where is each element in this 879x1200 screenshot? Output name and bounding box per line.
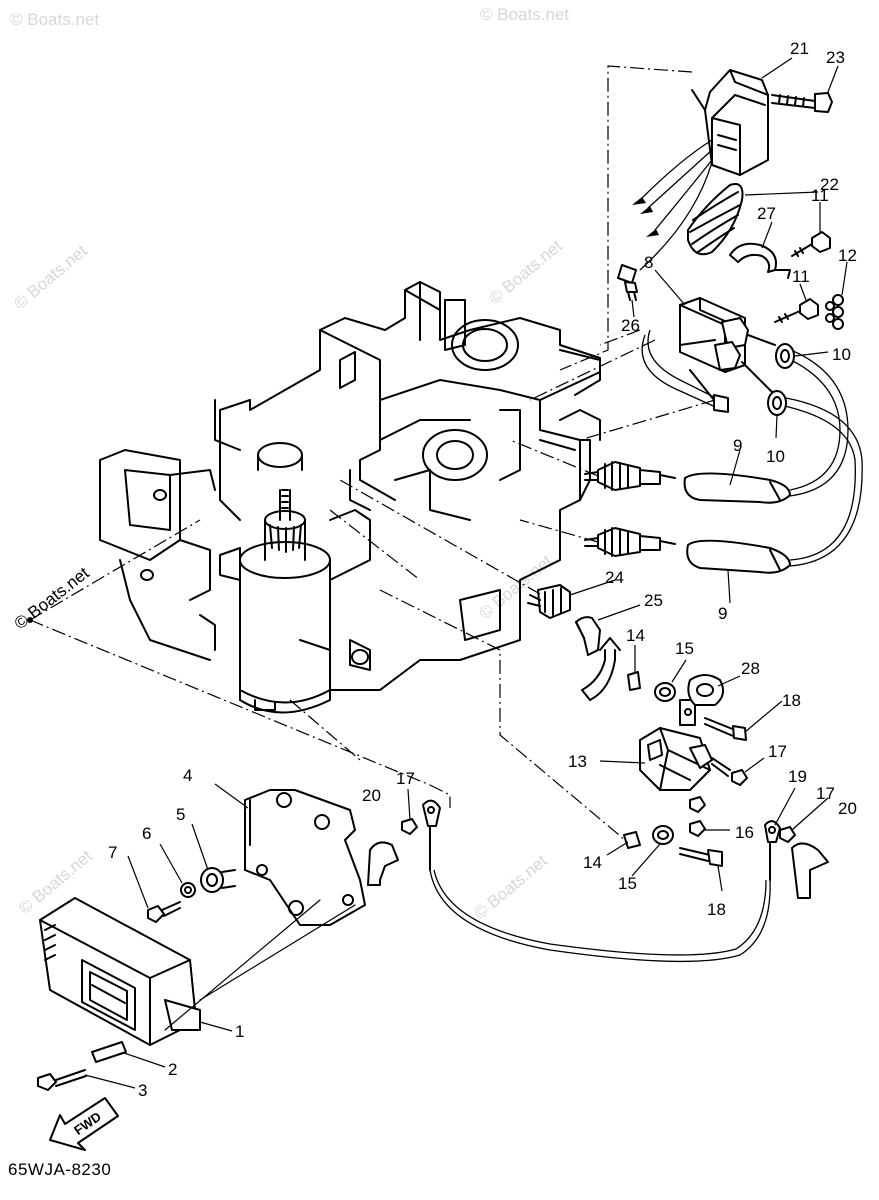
bolt-26 <box>624 281 638 301</box>
callout-13: 13 <box>568 752 587 771</box>
cable-22 <box>687 183 744 256</box>
bolt-18-upper <box>704 717 747 741</box>
bolt-11-upper <box>791 231 831 257</box>
lead-terminal-right <box>764 820 781 881</box>
reference-lines <box>27 65 716 1031</box>
callout-12: 12 <box>838 246 857 265</box>
lead-terminal-left <box>422 799 441 871</box>
callout-22: 22 <box>820 175 839 194</box>
callout-20-right: 20 <box>838 799 857 818</box>
callout-11-lower: 11 <box>792 267 810 286</box>
bolt-3 <box>37 1069 87 1091</box>
callout-24: 24 <box>605 568 624 587</box>
grommet-15-lower <box>652 825 674 845</box>
callout-16: 16 <box>735 823 754 842</box>
bolt-18-lower <box>679 847 723 867</box>
callout-18-upper: 18 <box>782 691 801 710</box>
callout-17-left: 17 <box>396 769 415 788</box>
cover-20-left <box>367 841 399 886</box>
rectifier-unit-1 <box>39 897 201 1046</box>
collar-14-lower <box>623 831 641 849</box>
ignition-wires <box>641 329 863 567</box>
cdi-unit <box>617 69 769 284</box>
leader-lines <box>84 57 848 1089</box>
starter-motor <box>219 442 371 714</box>
nut-16 <box>689 796 706 837</box>
nut-17-left <box>401 818 418 835</box>
grommet-5 <box>200 867 236 893</box>
watermark: © Boats.net <box>10 241 91 313</box>
callout-10-right: 10 <box>832 345 851 364</box>
watermark: © Boats.net <box>485 236 566 308</box>
callout-26: 26 <box>621 316 640 335</box>
grommet-lower <box>767 390 787 416</box>
callout-10-lower: 10 <box>766 447 785 466</box>
grommet-15-upper <box>654 682 676 702</box>
callout-6: 6 <box>142 824 151 843</box>
starter-relay <box>639 699 731 791</box>
callout-25: 25 <box>644 591 663 610</box>
callout-23: 23 <box>826 48 845 67</box>
bolt-11-lower <box>774 298 819 323</box>
watermark: © Boats.net <box>10 10 99 29</box>
callout-27: 27 <box>757 204 776 223</box>
bolt-23 <box>771 92 833 113</box>
callout-15-upper: 15 <box>675 639 694 658</box>
callout-28: 28 <box>741 659 760 678</box>
fwd-arrow: FWD <box>49 1097 119 1151</box>
nut-17-relay <box>731 769 748 786</box>
watermark: © Boats.net <box>470 851 551 923</box>
callout-18-lower: 18 <box>707 900 726 919</box>
callout-numbers: 1 2 3 4 5 6 7 8 9 9 10 10 11 11 12 13 14… <box>108 39 857 1100</box>
clamp-27 <box>729 242 791 279</box>
callout-15-lower: 15 <box>618 874 637 893</box>
cover-20-right <box>791 842 829 899</box>
callout-20-left: 20 <box>362 786 381 805</box>
callout-17-relay: 17 <box>768 742 787 761</box>
cap-25 <box>575 616 601 656</box>
callout-5: 5 <box>176 805 185 824</box>
battery-cable <box>429 869 771 963</box>
callout-21: 21 <box>790 39 809 58</box>
callout-8: 8 <box>644 253 653 272</box>
callout-14-lower: 14 <box>583 853 602 872</box>
bolt-7 <box>147 901 181 923</box>
plug-cap-upper <box>683 472 791 504</box>
direction-arrow <box>581 637 621 701</box>
collar-14-upper <box>627 671 641 691</box>
thermo-switch-24 <box>527 584 571 619</box>
collar-12 <box>825 294 844 330</box>
holder-28 <box>687 674 725 706</box>
plate-4 <box>244 789 366 926</box>
watermark-dark: © Boats.net <box>11 563 93 633</box>
collar-6 <box>180 882 196 898</box>
callout-19: 19 <box>788 767 807 786</box>
diagram-code: 65WJA-8230 <box>8 1160 111 1179</box>
callout-9-upper: 9 <box>733 436 742 455</box>
callout-14-upper: 14 <box>626 626 645 645</box>
callout-17-right: 17 <box>816 784 835 803</box>
callout-2: 2 <box>168 1060 177 1079</box>
grommet-upper <box>775 343 795 369</box>
watermark: © Boats.net <box>480 5 569 24</box>
callout-7: 7 <box>108 843 117 862</box>
plug-cap-lower <box>686 539 791 574</box>
spark-plug-upper <box>584 461 676 491</box>
callout-3: 3 <box>138 1081 147 1100</box>
engine-block <box>99 281 601 691</box>
spark-plug-lower <box>584 527 676 557</box>
callout-1: 1 <box>235 1022 244 1041</box>
nut-17-right <box>779 826 796 843</box>
callout-11-upper: 11 <box>811 186 829 205</box>
callout-4: 4 <box>183 766 192 785</box>
ignition-coil <box>679 297 776 413</box>
callout-9-lower: 9 <box>718 604 727 623</box>
collar-2 <box>91 1041 127 1063</box>
